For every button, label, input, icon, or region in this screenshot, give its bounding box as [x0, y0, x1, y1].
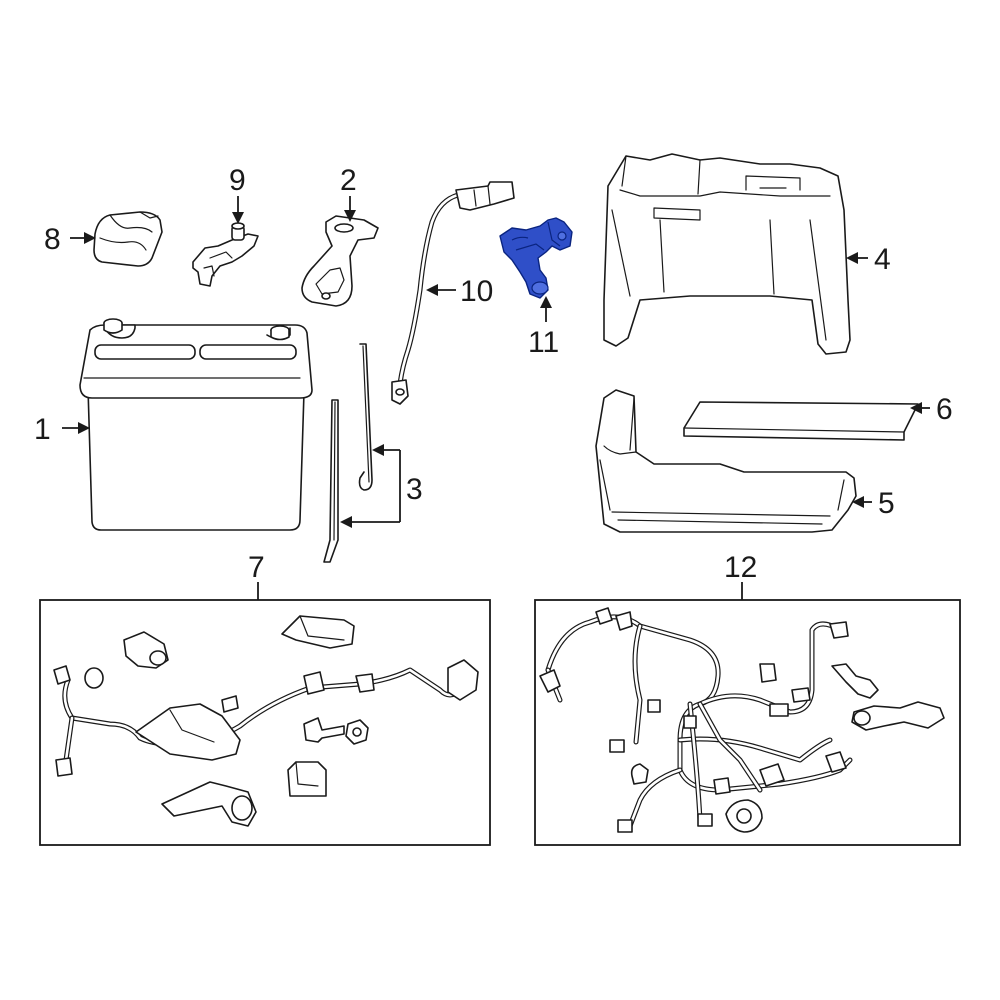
leader-lines — [62, 196, 930, 600]
battery-sensor-part[interactable] — [499, 217, 573, 299]
callout-9: 9 — [229, 164, 246, 197]
hold-down-rods-part[interactable] — [323, 343, 373, 563]
callout-6: 6 — [936, 393, 953, 426]
callout-5: 5 — [878, 487, 895, 520]
callout-8: 8 — [44, 223, 61, 256]
battery-part[interactable] — [79, 318, 313, 531]
callout-4: 4 — [874, 243, 891, 276]
cable-harness-box — [39, 599, 491, 846]
insulator-pad-part[interactable] — [683, 401, 919, 441]
callout-10: 10 — [460, 275, 493, 308]
callout-3: 3 — [406, 473, 423, 506]
engine-harness-box — [534, 599, 961, 846]
callout-labels: 1 2 3 4 5 6 7 8 9 10 11 12 — [34, 164, 953, 584]
battery-tray-part[interactable] — [595, 389, 857, 533]
callout-7: 7 — [248, 551, 265, 584]
battery-cover-part[interactable] — [603, 153, 851, 355]
negative-cable-part[interactable] — [391, 181, 515, 405]
hold-down-bracket-part[interactable] — [301, 215, 379, 307]
positive-terminal-part[interactable] — [192, 222, 259, 287]
callout-11: 11 — [528, 326, 559, 359]
callout-1: 1 — [34, 413, 51, 446]
terminal-cap-part[interactable] — [93, 211, 163, 267]
callout-2: 2 — [340, 164, 357, 197]
callout-12: 12 — [724, 551, 757, 584]
